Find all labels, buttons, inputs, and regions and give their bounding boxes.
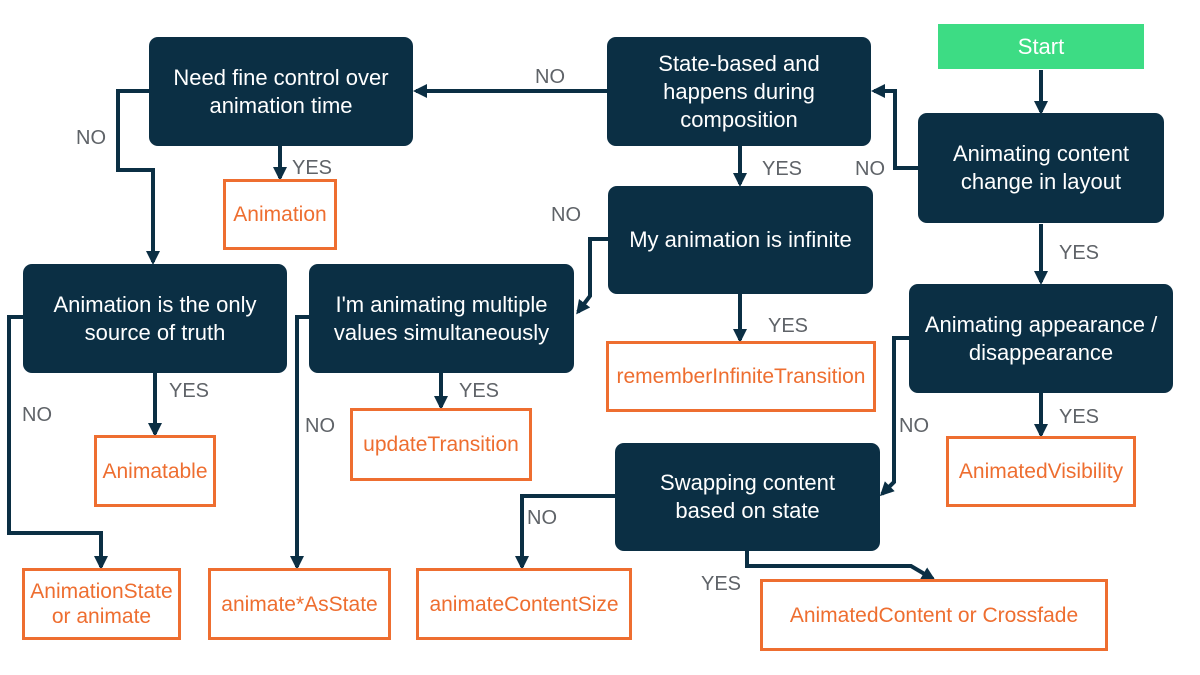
decision-fine-control: Need fine control over animation time: [149, 37, 413, 146]
label-fine-control-no: NO: [76, 127, 106, 149]
edge-appearance-no: [879, 336, 909, 497]
outcome-animate-as-state: animate*AsState: [208, 568, 391, 640]
label-state-based-no: NO: [535, 66, 565, 88]
decision-only-source: Animation is the only source of truth: [23, 264, 287, 373]
label-multiple-values-yes: YES: [459, 380, 500, 402]
edge-infinite-no: [576, 237, 608, 315]
label-swapping-no: NO: [527, 507, 557, 529]
decision-swapping: Swapping content based on state: [615, 443, 880, 551]
label-content-change-no: NO: [855, 158, 885, 180]
label-state-based-yes: YES: [762, 158, 803, 180]
decision-content-change: Animating content change in layout: [918, 113, 1164, 223]
decision-multiple-values: I'm animating multiple values simultaneo…: [309, 264, 574, 373]
label-swapping-yes: YES: [701, 573, 742, 595]
edge-swapping-yes: [745, 551, 936, 581]
decision-state-based: State-based and happens during compositi…: [607, 37, 871, 146]
outcome-animated-content: AnimatedContent or Crossfade: [760, 579, 1108, 651]
label-only-source-yes: YES: [169, 380, 210, 402]
outcome-animation: Animation: [223, 179, 337, 250]
label-fine-control-yes: YES: [292, 157, 333, 179]
label-infinite-yes: YES: [768, 315, 809, 337]
outcome-update-transition: updateTransition: [350, 408, 532, 481]
label-content-change-yes: YES: [1059, 242, 1100, 264]
outcome-animatable: Animatable: [94, 435, 216, 507]
edge-content-change-no: [871, 84, 918, 170]
label-infinite-no: NO: [551, 204, 581, 226]
decision-appearance: Animating appearance / disappearance: [909, 284, 1173, 393]
outcome-animated-visibility: AnimatedVisibility: [946, 436, 1136, 507]
edge-fine-control-no: [116, 89, 160, 265]
edge-only-source-no: [7, 315, 108, 570]
label-appearance-no: NO: [899, 415, 929, 437]
label-only-source-no: NO: [22, 404, 52, 426]
outcome-animate-content-size: animateContentSize: [416, 568, 632, 640]
label-appearance-yes: YES: [1059, 406, 1100, 428]
edge-multiple-values-no: [290, 315, 309, 570]
decision-infinite: My animation is infinite: [608, 186, 873, 294]
outcome-animation-state: AnimationState or animate: [22, 568, 181, 640]
label-multiple-values-no: NO: [305, 415, 335, 437]
outcome-remember-infinite-transition: rememberInfiniteTransition: [606, 341, 876, 412]
start-node: Start: [938, 24, 1144, 69]
edge-swapping-no: [515, 494, 615, 570]
